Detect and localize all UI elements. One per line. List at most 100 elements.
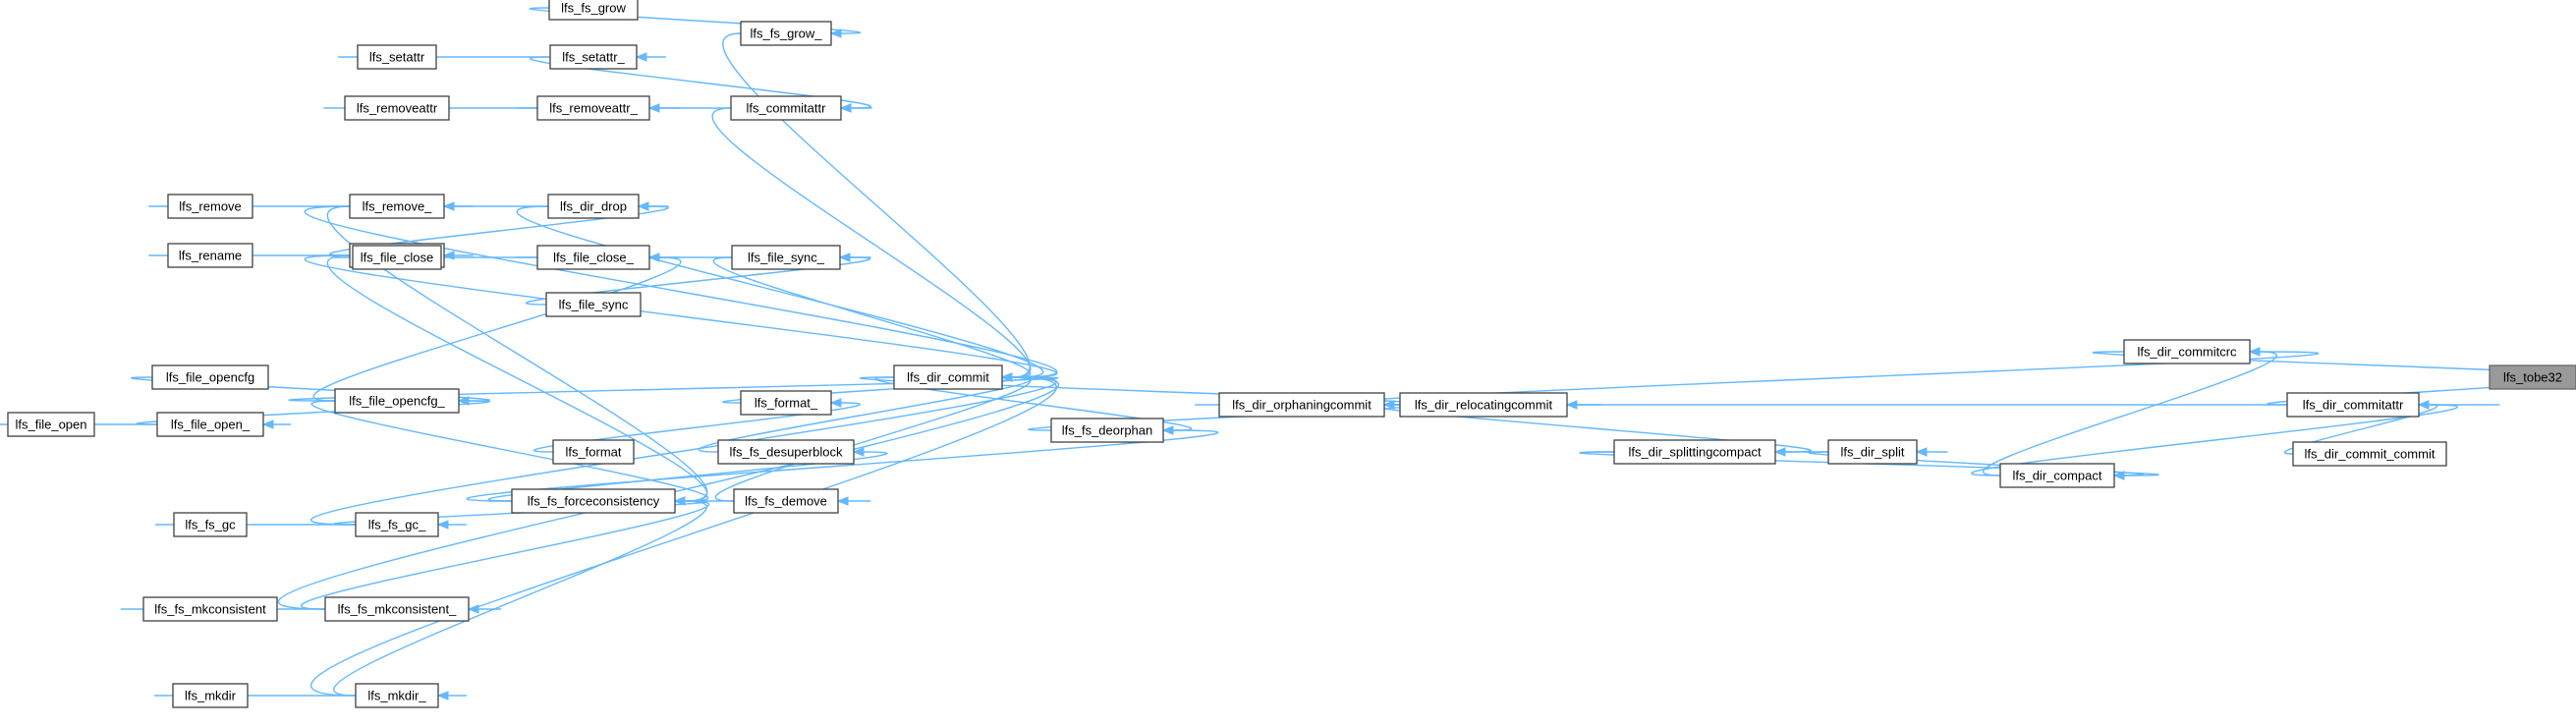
node-lfs_dir_commit[interactable]: lfs_dir_commit <box>893 364 1003 390</box>
node-box <box>156 412 264 437</box>
node-label: lfs_file_close <box>361 251 433 265</box>
node-lfs_fs_forceconsistency[interactable]: lfs_fs_forceconsistency <box>511 488 676 514</box>
edge-lfs_mkdir-to-lfs_mkdir_ <box>153 691 468 700</box>
node-box <box>167 194 253 219</box>
node-lfs_format_[interactable]: lfs_format_ <box>740 390 832 416</box>
node-box <box>552 439 635 465</box>
edge-lfs_setattr-to-lfs_setattr_ <box>337 52 667 62</box>
node-lfs_dir_commitattr[interactable]: lfs_dir_commitattr <box>2286 392 2420 418</box>
node-box <box>349 194 445 219</box>
node-lfs_setattr_[interactable]: lfs_setattr_ <box>549 44 638 70</box>
node-lfs_dir_split[interactable]: lfs_dir_split <box>1827 439 1918 465</box>
edge-lfs_rename_-to-lfs_dir_commit <box>304 254 1058 382</box>
node-box <box>717 439 855 465</box>
node-label: lfs_fs_mkconsistent_ <box>338 602 457 617</box>
node-label: lfs_fs_gc_ <box>368 518 426 532</box>
node-lfs_fs_gc_[interactable]: lfs_fs_gc_ <box>355 512 439 537</box>
node-lfs_file_opencfg[interactable]: lfs_file_opencfg <box>151 364 269 390</box>
node-lfs_dir_commitcrc[interactable]: lfs_dir_commitcrc <box>2123 339 2251 364</box>
node-lfs_file_opencfg_[interactable]: lfs_file_opencfg_ <box>334 388 460 414</box>
node-label: lfs_dir_commit_commit <box>2305 447 2436 462</box>
node-lfs_dir_commit_commit[interactable]: lfs_dir_commit_commit <box>2292 441 2447 467</box>
node-lfs_setattr[interactable]: lfs_setattr <box>357 44 437 70</box>
node-lfs_fs_gc[interactable]: lfs_fs_gc <box>173 512 248 537</box>
node-label: lfs_fs_mkconsistent <box>154 602 266 617</box>
node-lfs_commitattr[interactable]: lfs_commitattr <box>730 95 842 121</box>
node-lfs_remove_[interactable]: lfs_remove_ <box>349 194 445 219</box>
node-lfs_fs_grow_[interactable]: lfs_fs_grow_ <box>740 21 832 46</box>
node-label: lfs_dir_compact <box>2012 469 2101 483</box>
node-label: lfs_rename <box>179 249 242 263</box>
edge-lfs_fs_grow_-to-lfs_dir_commit <box>722 32 1031 382</box>
node-lfs_file_close_[interactable]: lfs_file_close_ <box>536 245 650 270</box>
node-box <box>1613 439 1776 465</box>
edge-lfs_removeattr-to-lfs_removeattr_ <box>323 103 681 113</box>
edge-lfs_fs_mkconsistent-to-lfs_fs_mkconsistent_ <box>120 604 502 614</box>
node-box <box>2123 339 2251 364</box>
node-box <box>547 194 640 219</box>
node-box <box>1050 418 1164 443</box>
node-lfs_dir_splittingcompact[interactable]: lfs_dir_splittingcompact <box>1613 439 1776 465</box>
node-lfs_mkdir_[interactable]: lfs_mkdir_ <box>355 683 439 708</box>
node-lfs_fs_demove[interactable]: lfs_fs_demove <box>733 488 839 514</box>
node-box <box>151 364 269 390</box>
node-box <box>167 243 253 268</box>
node-label: lfs_dir_split <box>1840 445 1904 460</box>
node-box <box>740 21 832 46</box>
node-lfs_tobe32[interactable]: lfs_tobe32 <box>2489 364 2576 390</box>
node-label: lfs_fs_grow <box>561 1 626 16</box>
node-lfs_rename[interactable]: lfs_rename <box>167 243 253 268</box>
node-lfs_file_close[interactable]: lfs_file_close <box>352 245 442 270</box>
node-lfs_fs_mkconsistent_[interactable]: lfs_fs_mkconsistent_ <box>324 596 470 622</box>
node-lfs_fs_desuperblock[interactable]: lfs_fs_desuperblock <box>717 439 855 465</box>
node-box <box>545 292 642 317</box>
node-lfs_file_open[interactable]: lfs_file_open <box>7 412 95 437</box>
node-label: lfs_dir_commitattr <box>2303 398 2404 413</box>
node-box <box>344 95 450 121</box>
node-label: lfs_fs_grow_ <box>751 27 823 41</box>
edge-lfs_dir_compact-to-lfs_dir_commitattr <box>1971 400 2458 476</box>
edge-lfs_remove_-to-lfs_dir_commit <box>304 205 1058 382</box>
node-lfs_removeattr[interactable]: lfs_removeattr <box>344 95 450 121</box>
node-lfs_fs_grow[interactable]: lfs_fs_grow <box>548 0 639 21</box>
edge-lfs_dir_compact-to-lfs_dir_commitcrc <box>1982 347 2278 476</box>
node-lfs_fs_deorphan[interactable]: lfs_fs_deorphan <box>1050 418 1164 443</box>
edge-lfs_rename_-to-lfs_fs_forceconsistency <box>326 254 708 506</box>
node-lfs_file_open_[interactable]: lfs_file_open_ <box>156 412 264 437</box>
node-lfs_dir_relocatingcommit[interactable]: lfs_dir_relocatingcommit <box>1399 392 1568 418</box>
node-label: lfs_dir_orphaningcommit <box>1232 398 1372 413</box>
edge-lfs_format-to-lfs_format_ <box>532 398 862 453</box>
node-lfs_remove[interactable]: lfs_remove <box>167 194 253 219</box>
node-box <box>536 245 650 270</box>
edge-lfs_fs_gc-to-lfs_fs_gc_ <box>154 520 468 530</box>
node-lfs_mkdir[interactable]: lfs_mkdir <box>172 683 249 708</box>
node-lfs_dir_orphaningcommit[interactable]: lfs_dir_orphaningcommit <box>1218 392 1385 418</box>
node-label: lfs_removeattr_ <box>549 101 638 116</box>
edge-lfs_file_opencfg_-to-lfs_file_close_ <box>312 252 682 402</box>
edge-lfs_file_sync-to-lfs_file_sync_ <box>525 252 871 306</box>
node-lfs_format[interactable]: lfs_format <box>552 439 635 465</box>
node-label: lfs_file_sync_ <box>748 251 825 265</box>
node-box <box>172 683 249 708</box>
node-lfs_removeattr_[interactable]: lfs_removeattr_ <box>536 95 650 121</box>
node-lfs_dir_compact[interactable]: lfs_dir_compact <box>1999 463 2115 488</box>
node-label: lfs_fs_gc <box>185 518 236 532</box>
node-lfs_fs_mkconsistent[interactable]: lfs_fs_mkconsistent <box>142 596 278 622</box>
node-lfs_file_sync_[interactable]: lfs_file_sync_ <box>731 245 841 270</box>
node-box <box>733 488 839 514</box>
node-label: lfs_format <box>565 445 621 460</box>
node-label: lfs_fs_deorphan <box>1062 423 1153 438</box>
edge-lfs_rename_-to-lfs_dir_drop <box>329 201 669 256</box>
node-box <box>731 245 841 270</box>
node-box <box>893 364 1003 390</box>
node-lfs_file_sync[interactable]: lfs_file_sync <box>545 292 642 317</box>
node-lfs_dir_drop[interactable]: lfs_dir_drop <box>547 194 640 219</box>
node-box <box>357 44 437 70</box>
node-label: lfs_mkdir_ <box>367 689 426 703</box>
node-label: lfs_commitattr <box>747 101 827 116</box>
node-label: lfs_dir_commit <box>907 370 989 385</box>
node-box <box>1999 463 2115 488</box>
node-label: lfs_remove <box>179 199 242 214</box>
node-box <box>334 388 460 414</box>
